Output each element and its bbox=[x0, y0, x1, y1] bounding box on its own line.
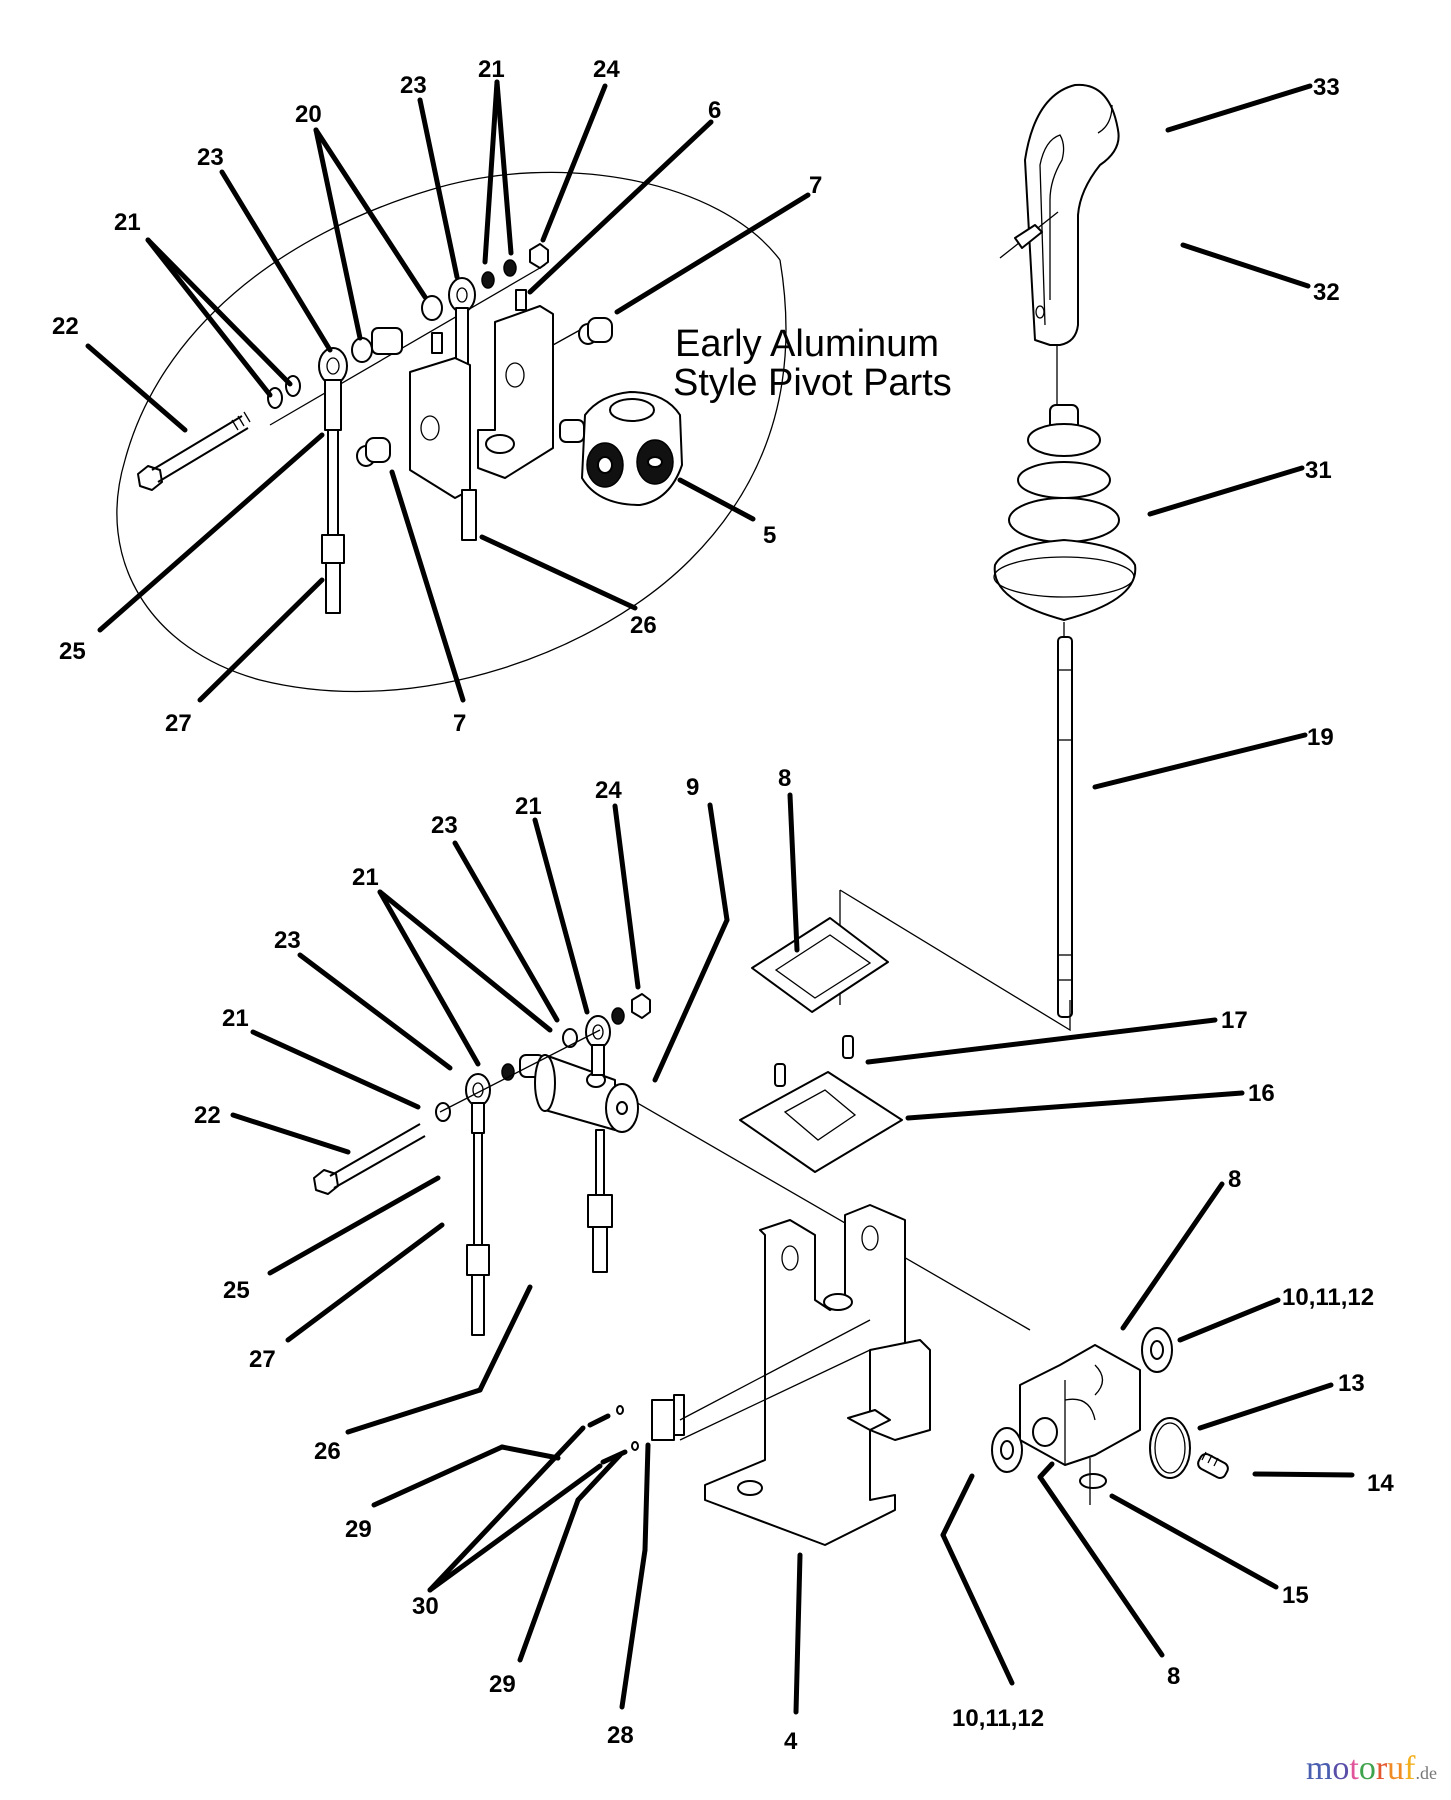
callout-30: 30 bbox=[412, 1593, 439, 1620]
callout-21: 21 bbox=[478, 56, 505, 83]
bolt-22-upper bbox=[137, 411, 251, 491]
rod-end-23-lower-right bbox=[585, 1015, 611, 1076]
housing-4 bbox=[704, 1204, 931, 1546]
callout-19: 19 bbox=[1307, 724, 1334, 751]
logo-letter: r bbox=[1375, 1750, 1388, 1787]
rod-end-23-lower-left bbox=[465, 1073, 491, 1134]
callout-8: 8 bbox=[1167, 1663, 1180, 1690]
gasket-8 bbox=[751, 917, 889, 1013]
callout-8: 8 bbox=[1228, 1166, 1241, 1193]
pin-32 bbox=[999, 211, 1059, 259]
inset-parts bbox=[137, 243, 683, 614]
lever-stack bbox=[993, 83, 1137, 1018]
pivot-9 bbox=[519, 1054, 639, 1133]
boot-31 bbox=[993, 404, 1137, 621]
callout-15: 15 bbox=[1282, 1582, 1309, 1609]
callout-21: 21 bbox=[352, 864, 379, 891]
callout-17: 17 bbox=[1221, 1007, 1248, 1034]
callout-31: 31 bbox=[1305, 457, 1332, 484]
logo-letter: t bbox=[1349, 1750, 1359, 1787]
switch-28 bbox=[651, 1319, 871, 1441]
logo-letter: u bbox=[1387, 1750, 1405, 1787]
callout-32: 32 bbox=[1313, 279, 1340, 306]
lower-assembly bbox=[313, 889, 1229, 1546]
bushing-7-left bbox=[356, 437, 391, 467]
logo-letter: o bbox=[1358, 1750, 1376, 1787]
callout-14: 14 bbox=[1367, 1470, 1394, 1497]
callout-27: 27 bbox=[165, 710, 192, 737]
callout-6: 6 bbox=[708, 97, 721, 124]
callout-23: 23 bbox=[274, 927, 301, 954]
pivot-block-5 bbox=[559, 391, 683, 506]
bolt-22-lower bbox=[313, 1029, 601, 1195]
cross-block-8 bbox=[1019, 1344, 1141, 1466]
cable-27-lower bbox=[466, 1132, 490, 1336]
callout-25: 25 bbox=[59, 638, 86, 665]
callout-28: 28 bbox=[607, 1722, 634, 1749]
callout-13: 13 bbox=[1338, 1370, 1365, 1397]
callout-7: 7 bbox=[809, 172, 822, 199]
callout-27: 27 bbox=[249, 1346, 276, 1373]
callout-26: 26 bbox=[630, 612, 657, 639]
callout-20: 20 bbox=[295, 101, 322, 128]
callout-10-11-12: 10,11,12 bbox=[1282, 1284, 1374, 1311]
callout-29: 29 bbox=[345, 1516, 372, 1543]
callout-23: 23 bbox=[400, 72, 427, 99]
callout-23: 23 bbox=[431, 812, 458, 839]
logo-letter: m bbox=[1305, 1750, 1333, 1787]
motoruf-logo[interactable]: motoruf.de bbox=[1306, 1750, 1437, 1788]
callout-labels: 22 21 23 20 23 21 24 6 7 5 26 25 27 7 33… bbox=[52, 56, 1394, 1755]
rod-end-23-left bbox=[318, 347, 348, 614]
leader-lines bbox=[85, 79, 1355, 1715]
spring-14 bbox=[1197, 1451, 1229, 1479]
callout-7: 7 bbox=[453, 710, 466, 737]
callout-24: 24 bbox=[593, 56, 620, 83]
callout-8: 8 bbox=[778, 765, 791, 792]
bushing-7-right bbox=[552, 317, 613, 346]
callout-33: 33 bbox=[1313, 74, 1340, 101]
callout-9: 9 bbox=[686, 774, 699, 801]
callout-21: 21 bbox=[222, 1005, 249, 1032]
callout-25: 25 bbox=[223, 1277, 250, 1304]
callout-5: 5 bbox=[763, 522, 776, 549]
inset-title-line1: Early Aluminum bbox=[675, 323, 939, 365]
plate-16 bbox=[739, 1071, 903, 1173]
callout-22: 22 bbox=[52, 313, 79, 340]
callout-16: 16 bbox=[1248, 1080, 1275, 1107]
callout-22: 22 bbox=[194, 1102, 221, 1129]
callout-21: 21 bbox=[114, 209, 141, 236]
callout-4: 4 bbox=[784, 1728, 798, 1755]
pivot-bracket bbox=[409, 305, 554, 541]
cable-26-lower bbox=[587, 1129, 613, 1273]
callout-10-11-12: 10,11,12 bbox=[952, 1705, 1044, 1732]
callout-29: 29 bbox=[489, 1671, 516, 1698]
callout-24: 24 bbox=[595, 777, 622, 804]
knob-33 bbox=[1024, 83, 1120, 346]
callout-21: 21 bbox=[515, 793, 542, 820]
inset-title-line2: Style Pivot Parts bbox=[673, 362, 952, 404]
logo-tld: .de bbox=[1415, 1763, 1438, 1783]
callout-26: 26 bbox=[314, 1438, 341, 1465]
callout-23: 23 bbox=[197, 144, 224, 171]
logo-letter: f bbox=[1404, 1750, 1416, 1787]
logo-letter: o bbox=[1332, 1750, 1350, 1787]
shaft-19 bbox=[1057, 622, 1073, 1018]
